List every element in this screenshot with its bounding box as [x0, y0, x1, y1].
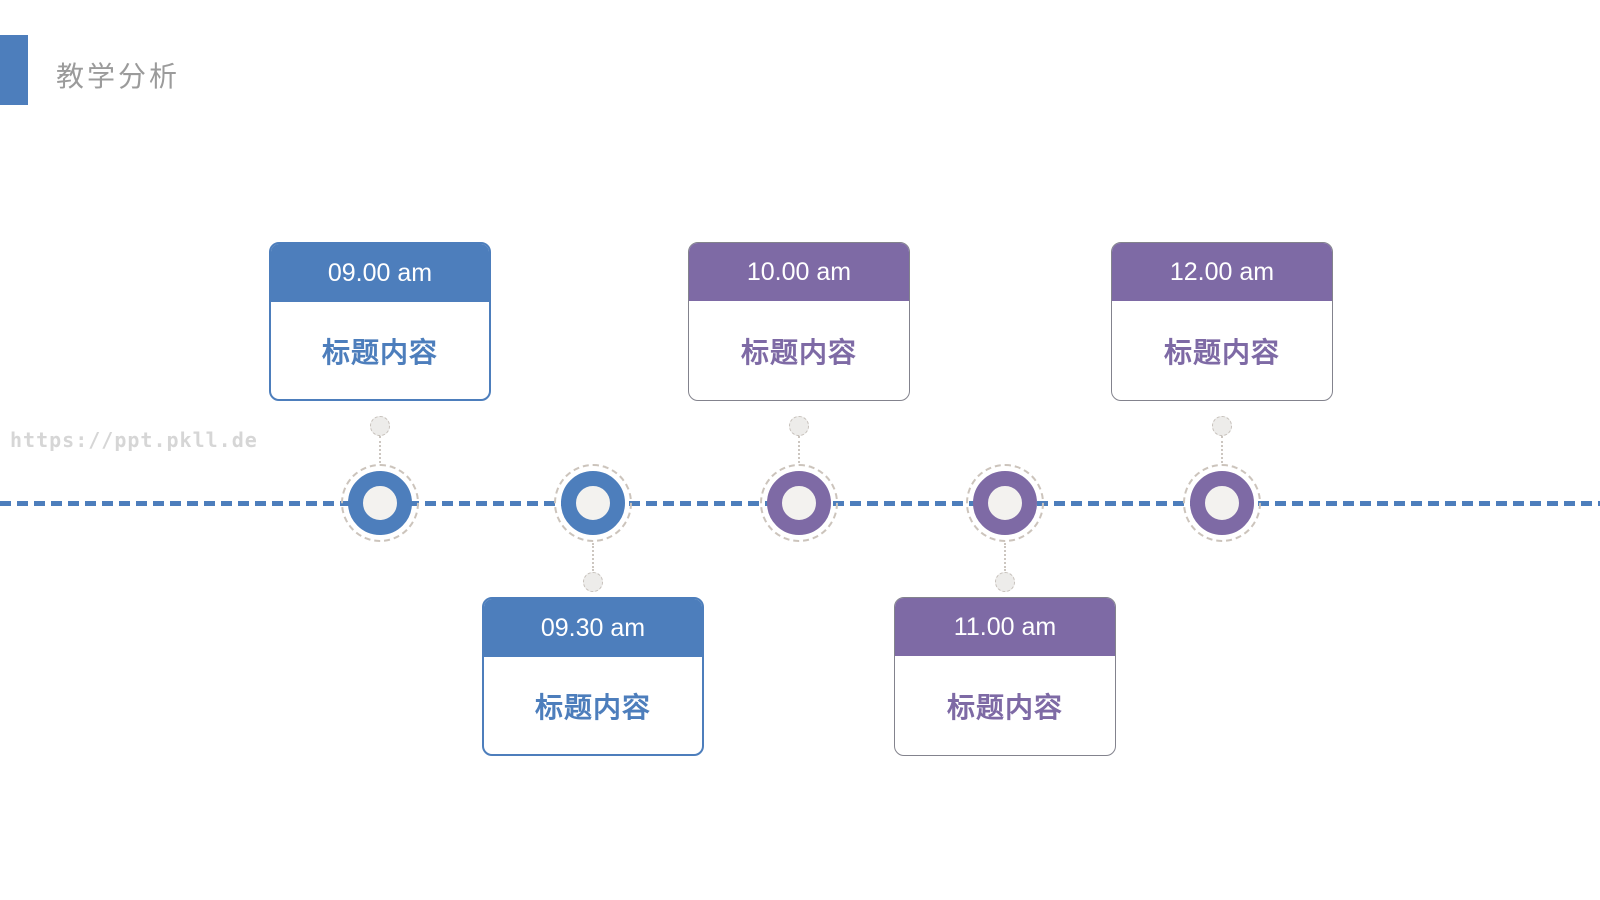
- event-time-label: 11.00 am: [953, 612, 1057, 641]
- event-title-label: 标题内容: [534, 691, 651, 723]
- connector-dot-icon: [789, 416, 809, 436]
- marker-ring-icon: [767, 471, 831, 535]
- connector-dot-icon: [1212, 416, 1232, 436]
- page-title: 教学分析: [56, 61, 181, 92]
- event-title-label: 标题内容: [946, 691, 1063, 723]
- connector-dot-icon: [370, 416, 390, 436]
- event-time-label: 09.00 am: [327, 258, 433, 287]
- connector-dotted-line: [1004, 543, 1006, 571]
- event-time-label: 10.00 am: [746, 257, 852, 286]
- event-title-label: 标题内容: [1163, 336, 1280, 368]
- event-title-label: 标题内容: [321, 336, 438, 368]
- event-card: 09.00 am 标题内容: [269, 242, 491, 401]
- event-title-label: 标题内容: [740, 336, 857, 368]
- event-body: 标题内容: [271, 302, 489, 399]
- event-time-header: 09.00 am: [271, 244, 489, 302]
- marker-ring-icon: [348, 471, 412, 535]
- timeline-marker-icon: [341, 464, 419, 542]
- connector-dotted-line: [592, 543, 594, 571]
- marker-ring-icon: [561, 471, 625, 535]
- header-accent-bar: [0, 35, 28, 105]
- marker-ring-icon: [1190, 471, 1254, 535]
- event-time-header: 09.30 am: [484, 599, 702, 657]
- timeline-marker-icon: [1183, 464, 1261, 542]
- event-time-header: 12.00 am: [1112, 243, 1332, 301]
- event-time-header: 11.00 am: [895, 598, 1115, 656]
- timeline-marker-icon: [554, 464, 632, 542]
- watermark-url: https://ppt.pkll.de: [10, 428, 258, 452]
- connector-dot-icon: [583, 572, 603, 592]
- event-time-label: 09.30 am: [540, 613, 646, 642]
- event-body: 标题内容: [484, 657, 702, 754]
- event-card: 10.00 am 标题内容: [688, 242, 910, 401]
- event-body: 标题内容: [1112, 301, 1332, 400]
- connector-dot-icon: [995, 572, 1015, 592]
- marker-ring-icon: [973, 471, 1037, 535]
- event-time-label: 12.00 am: [1169, 257, 1275, 286]
- connector-dotted-line: [798, 436, 800, 463]
- timeline-marker-icon: [966, 464, 1044, 542]
- event-card: 11.00 am 标题内容: [894, 597, 1116, 756]
- event-body: 标题内容: [895, 656, 1115, 755]
- event-card: 09.30 am 标题内容: [482, 597, 704, 756]
- connector-dotted-line: [1221, 436, 1223, 463]
- connector-dotted-line: [379, 436, 381, 463]
- timeline-marker-icon: [760, 464, 838, 542]
- event-time-header: 10.00 am: [689, 243, 909, 301]
- event-body: 标题内容: [689, 301, 909, 400]
- event-card: 12.00 am 标题内容: [1111, 242, 1333, 401]
